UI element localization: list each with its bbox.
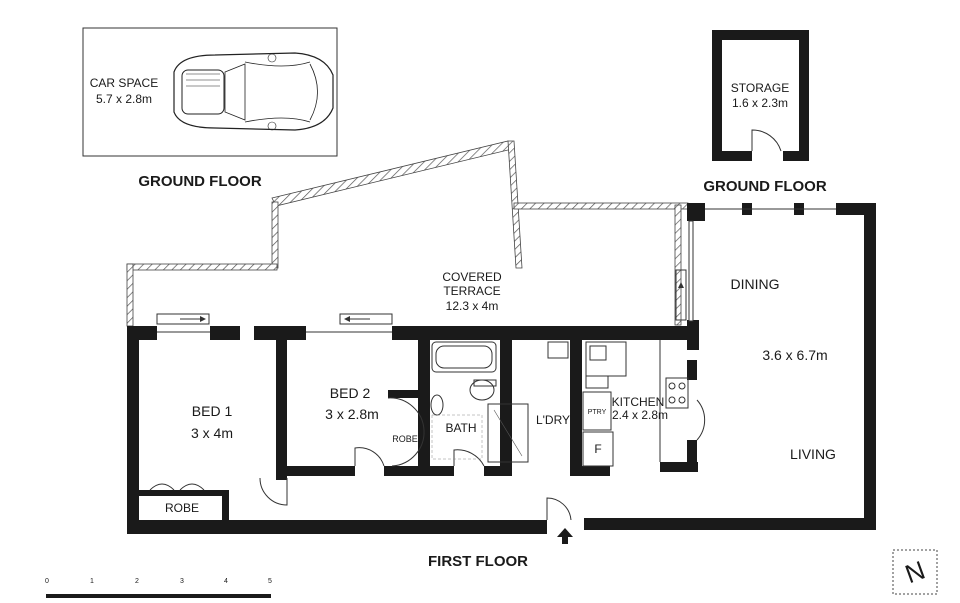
car-space-label: CAR SPACE (90, 76, 158, 90)
ground-floor-label-left: GROUND FLOOR (138, 173, 261, 190)
door-swings (149, 397, 706, 521)
compass-icon: N (892, 549, 938, 595)
scale-tick-2: 2 (135, 578, 139, 585)
scale-tick-3: 3 (180, 578, 184, 585)
kitchen-dimensions: 2.4 x 2.8m (612, 408, 668, 422)
windows (156, 269, 687, 325)
pantry-label: PTRY (588, 409, 607, 416)
robe2-label: ROBE (392, 434, 418, 444)
laundry-label: L'DRY (536, 413, 570, 427)
bathtub-icon (431, 341, 497, 373)
bath-label: BATH (445, 421, 476, 435)
covered-terrace-label: COVERED (442, 270, 502, 284)
covered-terrace: COVERED TERRACE 12.3 x 4m (126, 140, 689, 327)
scale-tick-4: 4 (224, 578, 228, 585)
storage-door-swing (751, 129, 782, 152)
dining-label: DINING (731, 276, 780, 292)
kitchen-label: KITCHEN (612, 395, 665, 409)
bath-fixtures (430, 341, 529, 463)
scale-bar: 0 1 2 3 4 5 (45, 578, 272, 598)
living-label: LIVING (790, 446, 836, 462)
storage-label: STORAGE (731, 81, 789, 95)
entry-arrow-icon (557, 528, 573, 544)
robe1-label: ROBE (165, 501, 199, 515)
storage-dimensions: 1.6 x 2.3m (732, 96, 788, 110)
basin-icon (430, 394, 444, 416)
bed2-dimensions: 3 x 2.8m (325, 406, 379, 422)
bed1-dimensions: 3 x 4m (191, 425, 233, 441)
fridge-box (582, 431, 614, 467)
scale-tick-0: 0 (45, 578, 49, 585)
scale-tick-1: 1 (90, 578, 94, 585)
covered-terrace-dimensions: 12.3 x 4m (446, 299, 499, 313)
covered-terrace-label-2: TERRACE (443, 284, 500, 298)
ground-floor-label-right: GROUND FLOOR (703, 178, 826, 195)
shower-icon (487, 403, 529, 463)
pantry-box (582, 391, 612, 431)
fridge-label: F (594, 442, 601, 456)
bed2-label: BED 2 (330, 385, 371, 401)
living-dimensions: 3.6 x 6.7m (762, 347, 827, 363)
unit-walls (127, 203, 876, 534)
laundry-tub-icon (547, 341, 569, 359)
car-space-dimensions: 5.7 x 2.8m (96, 92, 152, 106)
bed1-label: BED 1 (192, 403, 233, 419)
scale-tick-5: 5 (268, 578, 272, 585)
car-icon (173, 52, 334, 131)
cooktop-icon (665, 377, 689, 409)
laundry-kitchen-fixtures (547, 340, 689, 467)
compass-symbol: N (901, 555, 929, 590)
storage: STORAGE 1.6 x 2.3m (712, 30, 809, 161)
first-floor-label: FIRST FLOOR (428, 553, 528, 570)
car-space: CAR SPACE 5.7 x 2.8m (82, 27, 338, 157)
car-space-outline (82, 27, 338, 157)
